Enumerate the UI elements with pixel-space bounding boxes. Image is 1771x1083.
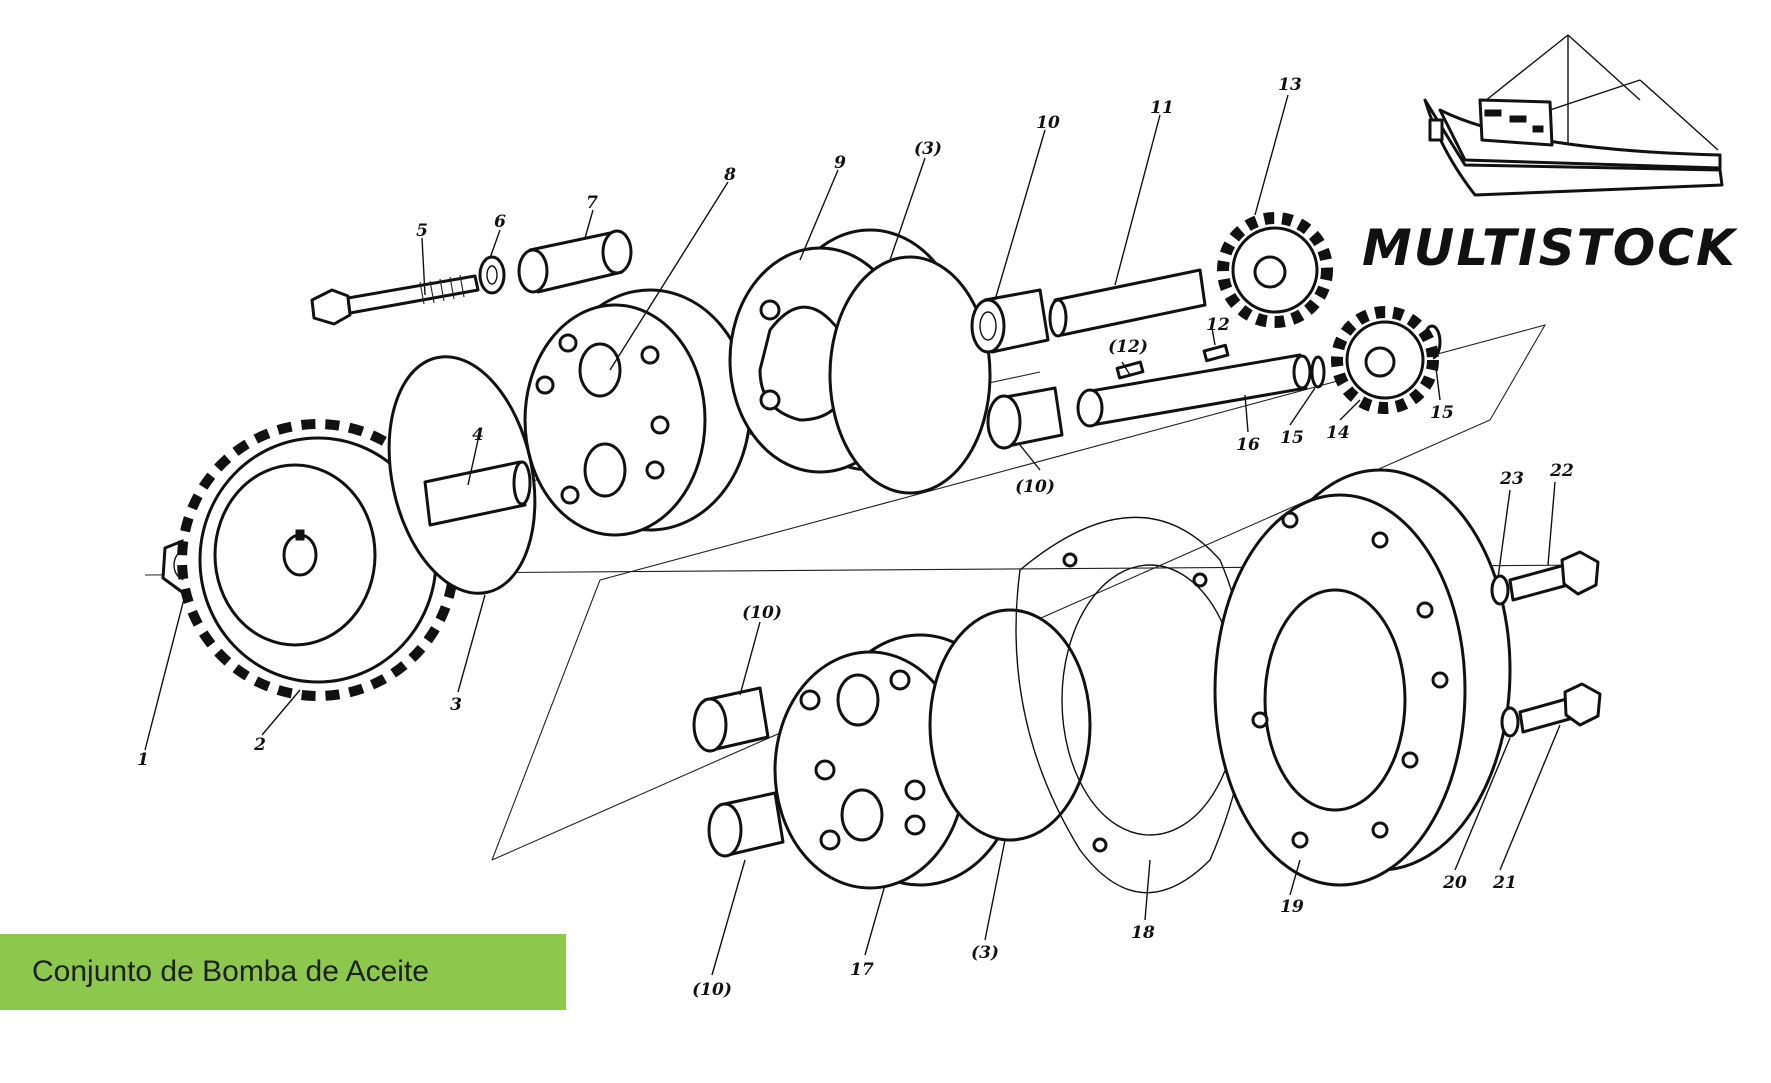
part-3-o-ring-upper [828,255,992,495]
part-16-drive-shaft [1076,353,1312,428]
part-12-key [1115,343,1230,380]
label-10-middle: (10) [1015,477,1055,497]
label-11: 11 [1150,98,1174,118]
part-10-bushing-middle [986,386,1064,450]
part-11-pin [1048,268,1207,338]
label-20: 20 [1442,873,1467,893]
part-3-o-ring-lower [928,608,1092,842]
part-21-bolt [1518,682,1602,734]
label-6: 6 [494,212,506,232]
label-17: 17 [850,960,874,980]
label-3-upper: (3) [914,139,942,159]
label-15-b: 15 [1430,403,1454,423]
label-22: 22 [1549,461,1574,481]
label-13: 13 [1278,75,1302,95]
label-18: 18 [1131,923,1155,943]
leader-lines [144,94,1561,976]
part-10-bushing-lower-a [692,686,770,753]
label-10-lower-a: (10) [742,603,782,623]
part-6-washer [478,255,506,295]
part-20-washer [1500,706,1520,738]
label-12: 12 [1206,315,1230,335]
label-8: 8 [723,165,736,185]
part-13-gear [1217,212,1333,328]
part-10-bushing-upper [970,288,1050,354]
label-2: 2 [253,735,266,755]
part-14-gear [1331,306,1439,414]
label-14: 14 [1326,423,1350,443]
part-5-bolt [310,274,480,326]
label-5: 5 [416,221,428,241]
label-15-a: 15 [1280,428,1304,448]
caption-text: Conjunto de Bomba de Aceite [32,955,429,988]
label-12-paren: (12) [1108,337,1148,357]
label-1: 1 [137,750,149,770]
label-10-lower-b: (10) [692,980,732,1000]
label-16: 16 [1236,435,1260,455]
caption-banner: Conjunto de Bomba de Aceite [0,934,566,1010]
part-4-shaft [423,460,532,527]
multistock-logo: MULTISTOCK [1362,34,1738,277]
part-19-flange [1213,468,1512,887]
part-22-bolt [1508,550,1600,602]
part-23-washer [1490,574,1510,606]
callout-labels: 1 2 3 4 5 6 7 8 9 (3) 10 11 13 (12) 12 (… [137,75,1574,1000]
label-3-lower: (3) [971,943,999,963]
part-7-sleeve [517,229,633,294]
label-9: 9 [834,153,846,173]
part-10-bushing-lower-b [707,791,785,858]
label-23: 23 [1499,469,1524,489]
brand-wordmark: MULTISTOCK [1362,219,1738,277]
label-10-upper: 10 [1036,113,1060,133]
boat-icon [1423,34,1724,197]
part-8-pump-body [523,288,752,537]
label-7: 7 [586,193,598,213]
label-4: 4 [472,425,484,445]
label-19: 19 [1280,897,1304,917]
label-3: 3 [450,695,462,715]
label-21: 21 [1492,873,1517,893]
